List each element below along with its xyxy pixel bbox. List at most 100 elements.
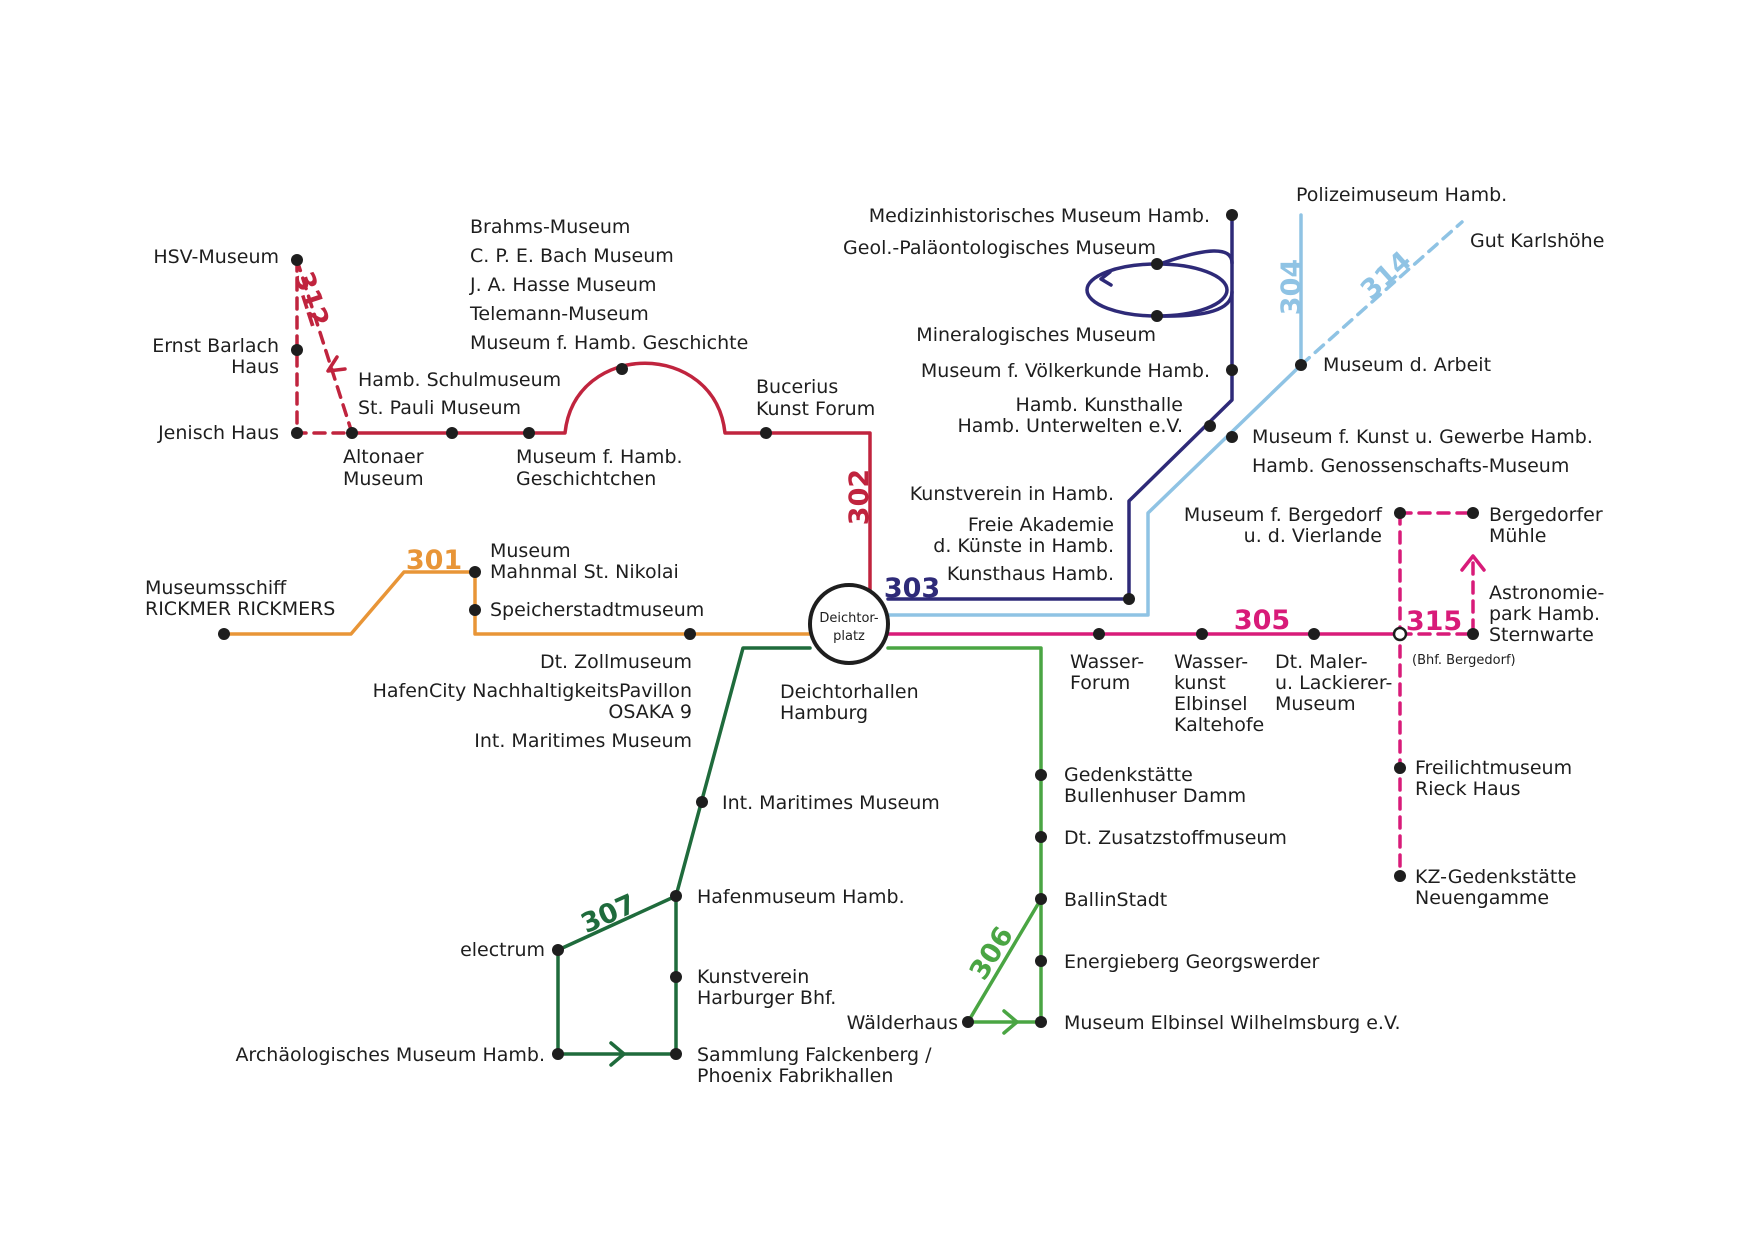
stop-dot-kunsthaus[interactable]	[1123, 593, 1135, 605]
stop-dot-zoll[interactable]	[684, 628, 696, 640]
label-altonaer-1: Altonaer	[343, 446, 424, 468]
label-falckenberg-1: Sammlung Falckenberg /	[697, 1044, 932, 1066]
line-315[interactable]: 315	[1398, 511, 1486, 878]
stop-dot-medizin[interactable]	[1226, 209, 1238, 221]
line-303-label: 303	[884, 573, 940, 604]
line-302[interactable]: 302	[350, 361, 875, 606]
stop-dot-archaeo[interactable]	[552, 1048, 564, 1060]
line-304[interactable]: 304	[886, 213, 1307, 617]
label-brahms: Brahms-Museum	[470, 216, 630, 238]
label-rieck-2: Rieck Haus	[1415, 778, 1521, 800]
label-akademie-2: d. Künste in Hamb.	[933, 535, 1114, 557]
label-schul: Hamb. Schulmuseum	[358, 369, 561, 391]
label-harburg-1: Kunstverein	[697, 966, 809, 988]
stop-dot-mineral[interactable]	[1151, 310, 1163, 322]
stop-dot-falckenberg[interactable]	[670, 1048, 682, 1060]
label-deichtorhallen-1: Deichtorhallen	[780, 681, 919, 703]
stop-dot-geschichtchen[interactable]	[523, 427, 535, 439]
hub-label-2: platz	[833, 629, 865, 644]
stop-dot-speicher[interactable]	[469, 604, 481, 616]
stop-dot-rieck[interactable]	[1394, 762, 1406, 774]
stop-dot-maritim-b[interactable]	[696, 796, 708, 808]
stop-dot-altonaer[interactable]	[346, 427, 358, 439]
label-mkg: Museum f. Kunst u. Gewerbe Hamb.	[1252, 426, 1593, 448]
stop-dot-hsv[interactable]	[291, 254, 303, 266]
label-muehle-1: Bergedorfer	[1489, 504, 1603, 526]
stop-dot-harburg[interactable]	[670, 971, 682, 983]
label-electrum: electrum	[460, 939, 545, 961]
stop-dot-electrum[interactable]	[552, 944, 564, 956]
label-kunsthalle: Hamb. Kunsthalle	[1016, 394, 1183, 416]
line-314[interactable]: 314	[1299, 220, 1464, 367]
stop-dot-voelker[interactable]	[1226, 364, 1238, 376]
stop-dot-kz[interactable]	[1394, 870, 1406, 882]
label-astro-1: Astronomie-	[1489, 582, 1604, 604]
stop-dot-astro[interactable]	[1467, 628, 1479, 640]
stop-dot-rickmers[interactable]	[218, 628, 230, 640]
label-maler-3: Museum	[1275, 693, 1356, 715]
line-301[interactable]: 301	[222, 545, 812, 636]
label-bergedorf-2: u. d. Vierlande	[1244, 525, 1382, 547]
stop-dot-bucerius[interactable]	[760, 427, 772, 439]
hub-deichtorplatz[interactable]: Deichtor- platz	[808, 583, 890, 665]
stop-dot-bhf-bergedorf[interactable]	[1392, 626, 1408, 642]
stop-dot-wilhelmsburg[interactable]	[1035, 1016, 1047, 1028]
stop-dot-wasserforum[interactable]	[1093, 628, 1105, 640]
label-bucerius-1: Bucerius	[756, 376, 838, 398]
label-karlshoehe: Gut Karlshöhe	[1470, 230, 1604, 252]
label-waelderhaus: Wälderhaus	[847, 1012, 958, 1034]
stop-dot-hafen[interactable]	[670, 890, 682, 902]
label-falckenberg-2: Phoenix Fabrikhallen	[697, 1065, 893, 1087]
label-barlach-2: Haus	[231, 356, 279, 378]
line-305-label: 305	[1234, 605, 1290, 636]
stop-dot-nikolai[interactable]	[469, 566, 481, 578]
label-unterwelten: Hamb. Unterwelten e.V.	[957, 415, 1183, 437]
label-maritim-b: Int. Maritimes Museum	[722, 792, 940, 814]
stop-dot-geol[interactable]	[1151, 258, 1163, 270]
stop-dot-bergedorf[interactable]	[1394, 507, 1406, 519]
label-telemann: Telemann-Museum	[469, 303, 649, 325]
stop-dot-mkg[interactable]	[1226, 431, 1238, 443]
stop-dot-bullenhuser[interactable]	[1035, 769, 1047, 781]
stop-dot-geschichte[interactable]	[616, 363, 628, 375]
label-geschichtchen-1: Museum f. Hamb.	[516, 446, 683, 468]
label-wilhelmsburg: Museum Elbinsel Wilhelmsburg e.V.	[1064, 1012, 1401, 1034]
line-305[interactable]: 305	[886, 605, 1402, 636]
label-maler-1: Dt. Maler-	[1275, 651, 1368, 673]
label-deichtorhallen-2: Hamburg	[780, 702, 868, 724]
label-kz-2: Neuengamme	[1415, 887, 1549, 909]
stop-dot-energieberg[interactable]	[1035, 955, 1047, 967]
stop-dot-barlach[interactable]	[291, 344, 303, 356]
line-304-label: 304	[1276, 259, 1307, 315]
label-speicher: Speicherstadtmuseum	[490, 599, 704, 621]
label-wasserkunst-1: Wasser-	[1174, 651, 1248, 673]
label-kunsthaus: Kunsthaus Hamb.	[947, 563, 1114, 585]
stop-dot-kunsthalle[interactable]	[1204, 420, 1216, 432]
label-barlach-1: Ernst Barlach	[152, 335, 279, 357]
label-pavillon-2: OSAKA 9	[608, 701, 692, 723]
stop-dot-ballinstadt[interactable]	[1035, 893, 1047, 905]
stop-dot-wasserkunst[interactable]	[1196, 628, 1208, 640]
stop-dot-jenisch[interactable]	[291, 427, 303, 439]
label-zusatzstoff: Dt. Zusatzstoffmuseum	[1064, 827, 1287, 849]
label-rieck-1: Freilichtmuseum	[1415, 757, 1572, 779]
label-nikolai-2: Mahnmal St. Nikolai	[490, 561, 679, 583]
label-hsv: HSV-Museum	[153, 246, 279, 268]
label-wasserforum-1: Wasser-	[1070, 651, 1144, 673]
stop-dot-stpauli[interactable]	[446, 427, 458, 439]
label-bach: C. P. E. Bach Museum	[470, 245, 674, 267]
line-302-label: 302	[844, 469, 875, 525]
line-306[interactable]: 306	[886, 646, 1043, 1035]
stop-dot-muehle[interactable]	[1467, 507, 1479, 519]
stop-dot-arbeit[interactable]	[1295, 359, 1307, 371]
label-wasserkunst-2: kunst	[1174, 672, 1226, 694]
label-rickmers-1: Museumsschiff	[145, 577, 287, 599]
label-geschichte: Museum f. Hamb. Geschichte	[470, 332, 748, 354]
stop-dot-zusatzstoff[interactable]	[1035, 831, 1047, 843]
label-kz-1: KZ-Gedenkstätte	[1415, 866, 1576, 888]
label-rickmers-2: RICKMER RICKMERS	[145, 598, 335, 620]
stop-dot-maler[interactable]	[1308, 628, 1320, 640]
stop-dot-waelderhaus[interactable]	[962, 1016, 974, 1028]
label-jenisch: Jenisch Haus	[157, 422, 279, 444]
label-geschichtchen-2: Geschichtchen	[516, 468, 656, 490]
